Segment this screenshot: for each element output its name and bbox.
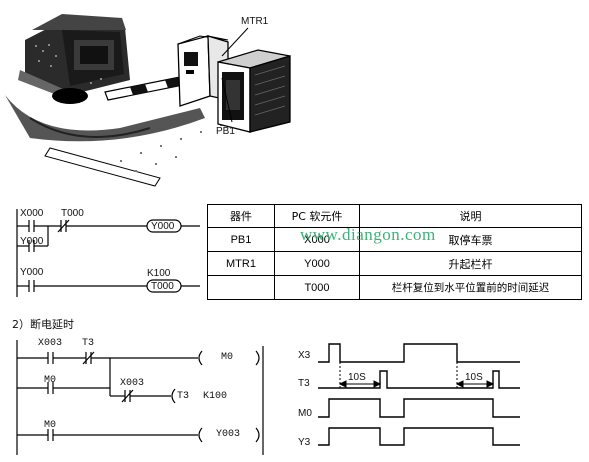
table-cell: PB1: [207, 227, 275, 252]
table-cell: 栏杆复位到水平位置前的时间延迟: [359, 275, 582, 300]
x3-signal-label: X3: [298, 350, 311, 361]
delay-label-2: 10S: [465, 372, 483, 383]
table-row: PB1 X000 取停车票: [207, 227, 582, 252]
x003-contact-label: X003: [38, 338, 63, 349]
t000-contact-label: T000: [61, 208, 84, 219]
y003-coil-label: Y003: [216, 429, 241, 440]
section-title: 2）断电延时: [12, 318, 74, 331]
table-cell: T000: [274, 275, 360, 300]
mtr1-leader-line: [221, 27, 249, 57]
t3-contact-label: T3: [82, 338, 95, 349]
y000-coil-label: Y000: [151, 221, 175, 232]
ladder-diagram-1: [16, 209, 200, 297]
io-assignment-table: 器件 PC 软元件 说明 PB1 X000 取停车票 MTR1 Y000 升起栏…: [207, 204, 582, 300]
k100-label: K100: [203, 391, 228, 402]
header-pc-element: PC 软元件: [274, 204, 360, 228]
y3-signal-label: Y3: [298, 437, 311, 448]
watermark-text: www.diangon.com: [300, 225, 436, 244]
m0-waveform: [318, 398, 520, 418]
t3-waveform: [318, 370, 520, 389]
pb1-label: PB1: [216, 126, 235, 137]
table-cell: [207, 275, 275, 300]
table-cell: 升起栏杆: [359, 251, 582, 276]
m0-contact-label: M0: [44, 420, 57, 431]
t3-coil-label: T3: [177, 391, 190, 402]
table-cell: Y000: [274, 251, 360, 276]
t000-coil-label: T000: [151, 281, 174, 292]
y3-waveform: [318, 427, 520, 446]
m0-coil-label: M0: [221, 352, 234, 363]
k100-label: K100: [147, 268, 171, 279]
m0-hold-label: M0: [44, 375, 57, 386]
table-cell: 取停车票: [359, 227, 582, 252]
timing-diagram: [318, 343, 520, 446]
ladder-diagram-2: [16, 340, 264, 455]
table-cell: MTR1: [207, 251, 275, 276]
header-device: 器件: [207, 204, 275, 228]
mtr1-label: MTR1: [241, 16, 269, 27]
x003-nc-label: X003: [120, 378, 145, 389]
parking-gate-illustration: [5, 14, 291, 187]
y000-contact-label: Y000: [20, 267, 44, 278]
y000-hold-label: Y000: [20, 236, 44, 247]
t3-signal-label: T3: [298, 378, 310, 389]
table-row: T000 栏杆复位到水平位置前的时间延迟: [207, 275, 582, 300]
pb1-leader-line: [221, 77, 233, 123]
table-row: MTR1 Y000 升起栏杆: [207, 251, 582, 276]
delay-label-1: 10S: [348, 372, 366, 383]
x3-waveform: [318, 343, 520, 363]
x000-contact-label: X000: [20, 208, 44, 219]
m0-signal-label: M0: [298, 408, 312, 419]
